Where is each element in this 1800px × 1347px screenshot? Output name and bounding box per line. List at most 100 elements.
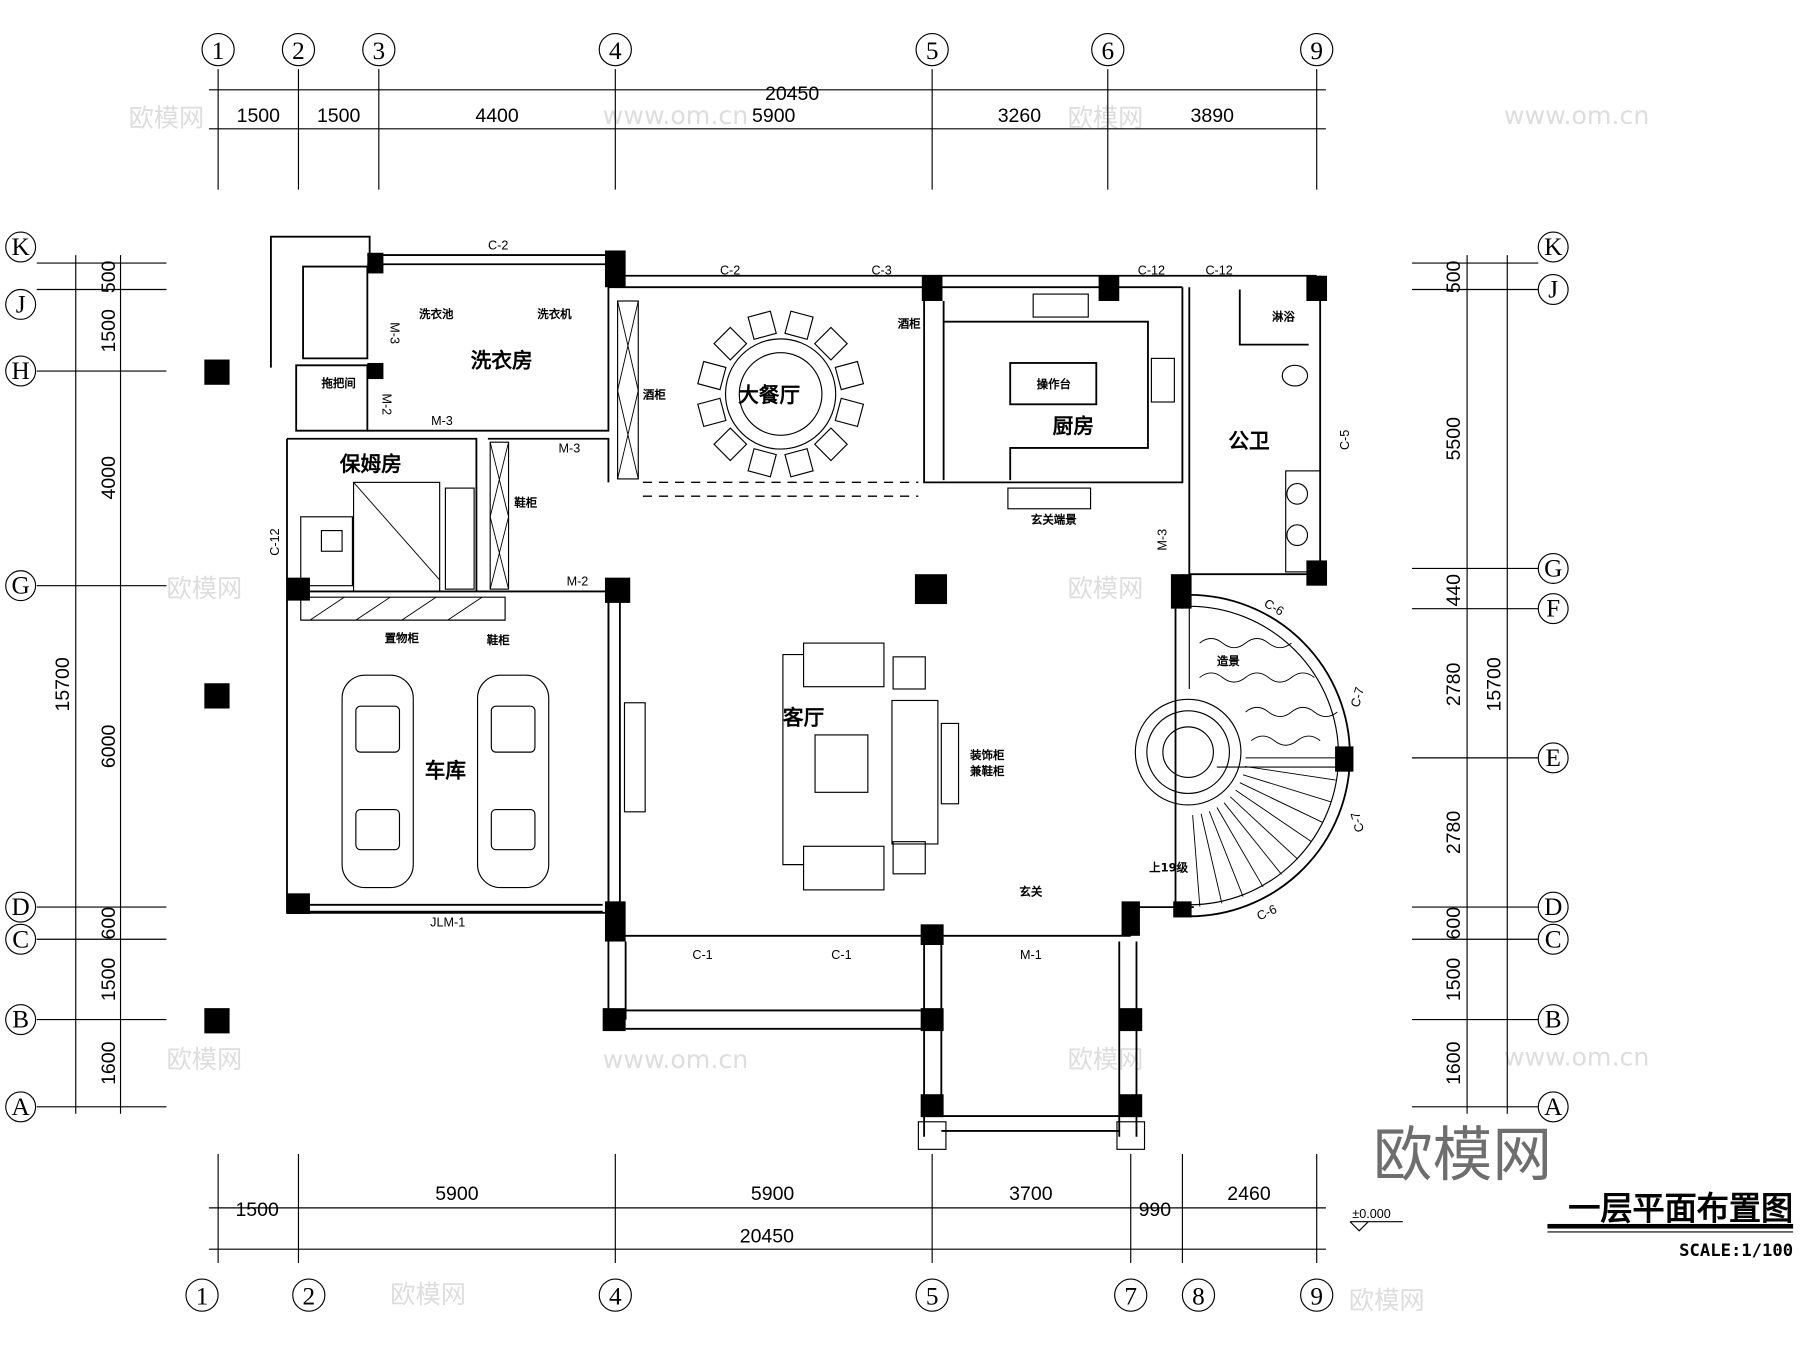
axis-label: D [12, 893, 30, 921]
label-shoe-cabinet: 鞋柜 [514, 495, 537, 509]
label-island: 操作台 [1037, 377, 1071, 391]
left-axis-markers: K J H G D C B A [5, 231, 37, 1123]
label-entry-feature: 玄关端景 [1031, 513, 1077, 527]
watermark-logo: 欧模网 [390, 1280, 466, 1309]
dining-chair [813, 326, 848, 361]
axis-label: 5 [926, 1282, 939, 1310]
dim-right: 2780 [1443, 811, 1465, 855]
axis-label: E [1545, 744, 1560, 772]
title-block: 欧模网 一层平面布置图 SCALE:1/100 [1373, 1122, 1794, 1261]
watermark-url: www.om.cn [1504, 1043, 1650, 1072]
axis-label: G [12, 572, 30, 600]
axis-label: 2 [292, 37, 305, 65]
axis-label: D [1544, 893, 1562, 921]
dining-table [697, 310, 865, 478]
dim-right: 2780 [1443, 663, 1465, 707]
dim-top: 5900 [752, 105, 796, 127]
code-door: M-3 [431, 414, 453, 428]
stair-tread [1200, 813, 1223, 904]
bottom-dimensions: 1500 5900 5900 3700 990 2460 20450 1 2 4… [185, 1153, 1334, 1312]
axis-label: 2 [302, 1282, 315, 1310]
dim-top: 3890 [1191, 105, 1235, 127]
axis-label: 9 [1310, 1282, 1323, 1310]
dim-left: 4000 [98, 456, 120, 500]
axis-label: 6 [1101, 37, 1114, 65]
code-door: M-3 [1155, 529, 1169, 551]
watermark-logo: 欧模网 [1068, 1045, 1144, 1074]
watermark-logo: 欧模网 [1068, 574, 1144, 603]
spiral-stair [1134, 593, 1351, 918]
code-window: C-12 [1205, 264, 1232, 278]
axis-label: J [16, 290, 26, 318]
code-door: M-2 [379, 393, 393, 415]
dining-chair [747, 447, 777, 478]
code-window: C-7 [1348, 686, 1367, 709]
label-storage-cabinet: 置物柜 [385, 631, 420, 645]
dim-left-total: 15700 [52, 657, 74, 711]
dim-bottom: 2460 [1227, 1183, 1271, 1205]
code-window: C-1 [831, 948, 851, 962]
code-window: C-12 [1138, 264, 1165, 278]
axis-label: K [12, 233, 30, 261]
dining-chair [747, 310, 777, 340]
axis-label: B [12, 1006, 29, 1034]
room-living: 客厅 [783, 706, 825, 730]
walls [270, 235, 1322, 1137]
dining-chair [784, 447, 814, 478]
axis-label: 9 [1310, 37, 1323, 65]
dim-top: 3260 [998, 105, 1042, 127]
watermark-url: www.om.cn [603, 1045, 749, 1074]
dim-top: 4400 [475, 105, 519, 127]
stair-tread [1244, 765, 1336, 781]
stair-tread [1229, 796, 1299, 860]
stair-tread [1216, 807, 1264, 888]
stair-tread [1239, 782, 1323, 823]
dim-right: 1500 [1443, 958, 1465, 1002]
watermark-logo: 欧模网 [166, 574, 242, 603]
label-washer: 洗衣机 [537, 307, 572, 321]
drawing-scale: SCALE:1/100 [1679, 1241, 1793, 1261]
room-garage: 车库 [425, 758, 467, 782]
opening-codes: C-2 C-2 C-3 C-12 C-12 C-5 M-3 M-2 M-3 M-… [268, 238, 1367, 961]
label-stairs: 上19级 [1149, 861, 1188, 875]
code-window: C-2 [488, 238, 508, 252]
stair-tread [1208, 811, 1244, 897]
watermarks: 欧模网 www.om.cn 欧模网 www.om.cn 欧模网 欧模网 www.… [129, 101, 1650, 1315]
dim-right: 1600 [1443, 1041, 1465, 1085]
code-door: M-2 [567, 575, 589, 589]
fixture-labels: 洗衣池 洗衣机 酒柜 酒柜 操作台 淋浴 鞋柜 置物柜 鞋柜 玄关端景 装饰柜 … [385, 307, 1296, 898]
room-labels: 洗衣房 大餐厅 厨房 公卫 保姆房 车库 客厅 拖把间 [321, 349, 1270, 783]
dim-top: 1500 [237, 105, 281, 127]
dim-bottom: 1500 [235, 1199, 279, 1221]
axis-label: 8 [1192, 1282, 1205, 1310]
code-window: C-1 [692, 948, 712, 962]
code-window: C-5 [1338, 430, 1352, 450]
code-window: C-7 [1348, 810, 1367, 833]
label-shoe-cabinet: 鞋柜 [487, 633, 510, 647]
axis-label: 5 [926, 37, 939, 65]
watermark-logo: 欧模网 [166, 1045, 242, 1074]
axis-label: A [1544, 1093, 1563, 1121]
dim-left: 1600 [98, 1041, 120, 1085]
code-garage-door: JLM-1 [430, 916, 465, 930]
room-nanny: 保姆房 [339, 452, 402, 476]
watermark-url: www.om.cn [1504, 101, 1650, 130]
dining-chair [697, 397, 727, 428]
dim-bottom: 990 [1139, 1199, 1172, 1221]
axis-label: G [1544, 554, 1562, 582]
stair-tread [1192, 815, 1201, 907]
dining-chair [713, 427, 748, 462]
axis-label: J [1548, 276, 1558, 304]
watermark-logo: 欧模网 [129, 103, 205, 132]
axis-label: 1 [212, 37, 225, 65]
left-dimensions: 500 1500 4000 6000 600 1500 1600 15700 K… [5, 231, 167, 1123]
code-door: M-1 [1020, 948, 1042, 962]
dim-left: 500 [98, 260, 120, 293]
code-window: C-6 [1255, 902, 1279, 923]
dim-bottom: 3700 [1009, 1183, 1053, 1205]
axis-label: 7 [1124, 1282, 1137, 1310]
label-deco-cabinet: 兼鞋柜 [970, 764, 1005, 778]
watermark-url: www.om.cn [603, 101, 749, 130]
axis-label: C [12, 925, 29, 953]
